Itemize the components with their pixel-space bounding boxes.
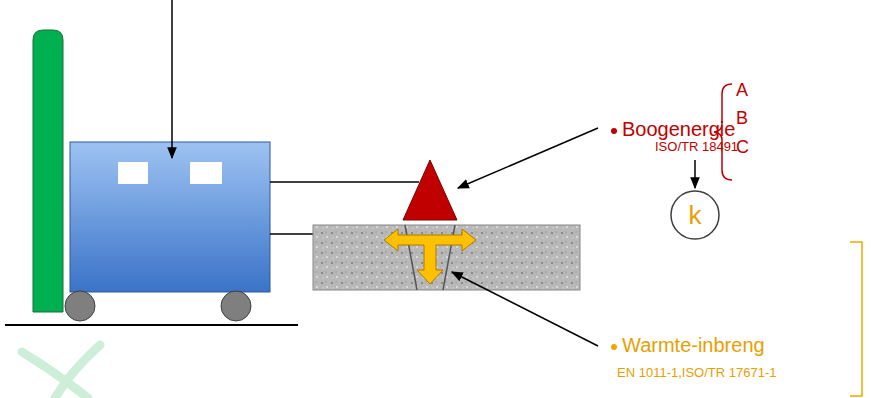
leader-arrow: [171, 0, 173, 158]
gas-cylinder: [33, 30, 63, 312]
option-letter: C: [736, 137, 749, 158]
watermark-x: [22, 345, 100, 398]
bullet-label: Warmte-inbreng: [622, 334, 765, 357]
leader-arrow: [458, 128, 598, 188]
standard-reference: EN 1011-1,ISO/TR 17671-1: [617, 366, 776, 381]
circle-node: k: [670, 190, 720, 240]
leader-arrow: [452, 272, 598, 346]
option-letter: A: [736, 80, 748, 101]
wheel: [221, 291, 251, 321]
wheel: [65, 291, 95, 321]
standard-reference: ISO/TR 18491: [655, 140, 738, 155]
arc-triangle: [403, 160, 457, 220]
bullet: [611, 344, 617, 350]
machine-display: [118, 162, 148, 184]
heat-flow-arrows: [384, 229, 476, 284]
ground-line: [5, 324, 298, 326]
ground-cable: [270, 233, 313, 235]
welding-machine: [70, 142, 270, 292]
node-letter: k: [689, 202, 702, 228]
welding-cable: [270, 181, 419, 183]
circle-shape: [671, 191, 719, 239]
machine-display: [190, 162, 222, 184]
bullet-label: Boogenergie: [622, 118, 735, 141]
bullet: [611, 128, 617, 134]
leader-arrow: [694, 160, 696, 188]
workpiece-plate: [313, 225, 580, 290]
option-letter: B: [736, 108, 748, 129]
bracket: [850, 242, 862, 396]
